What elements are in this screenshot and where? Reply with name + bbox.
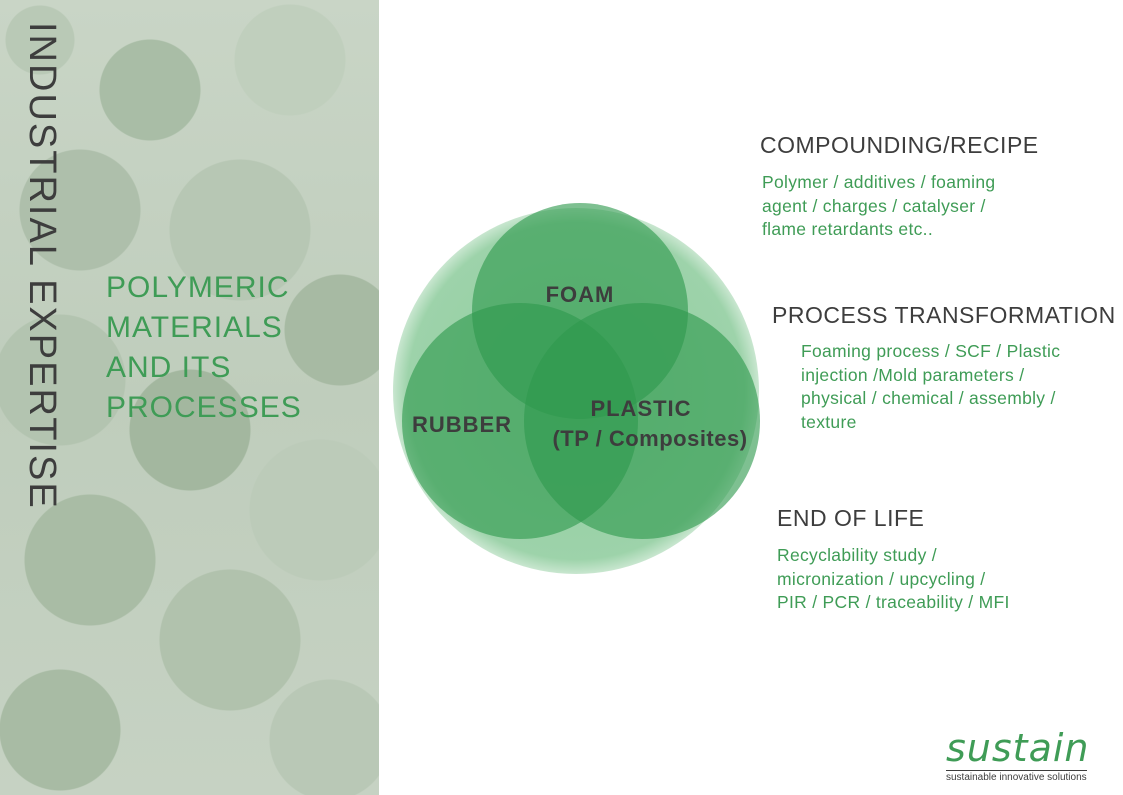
description-line: Polymer / additives / foaming xyxy=(762,172,996,192)
process-heading: PROCESS TRANSFORMATION xyxy=(772,302,1116,328)
logo-wordmark: sustain xyxy=(946,726,1090,770)
forest-background-image xyxy=(0,0,379,795)
section-subtitle: POLYMERIC MATERIALS AND ITS PROCESSES xyxy=(106,268,302,428)
venn-label-rubber: RUBBER xyxy=(412,412,512,437)
description-line: PIR / PCR / traceability / MFI xyxy=(777,592,1010,612)
subtitle-line: MATERIALS xyxy=(106,311,283,344)
compounding-description: Polymer / additives / foaming agent / ch… xyxy=(762,171,995,242)
description-line: flame retardants etc.. xyxy=(762,219,933,239)
subtitle-line: PROCESSES xyxy=(106,391,302,424)
description-line: injection /Mold parameters / xyxy=(801,364,1025,385)
logo-tagline: sustainable innovative solutions xyxy=(946,770,1087,783)
end-of-life-heading: END OF LIFE xyxy=(777,505,925,531)
venn-circle-plastic xyxy=(524,303,760,539)
subtitle-line: AND ITS xyxy=(106,351,232,384)
description-line: Recyclability study / xyxy=(777,545,937,565)
sustain-logo: sustain sustainable innovative solutions xyxy=(944,726,1106,784)
description-line: Foaming process / SCF / Plastic xyxy=(801,341,1061,361)
venn-label-plastic-sub: (TP / Composites) xyxy=(552,426,747,451)
compounding-heading: COMPOUNDING/RECIPE xyxy=(760,132,1039,158)
subtitle-line: POLYMERIC xyxy=(106,271,290,304)
description-line: micronization / upcycling / xyxy=(777,568,986,589)
venn-label-plastic: PLASTIC xyxy=(590,396,691,421)
description-line: physical / chemical / assembly / xyxy=(801,388,1056,408)
venn-label-foam: FOAM xyxy=(546,282,615,307)
end-of-life-description: Recyclability study / micronization / up… xyxy=(777,544,1010,615)
description-line: texture xyxy=(801,411,857,432)
description-line: agent / charges / catalyser / xyxy=(762,195,986,216)
process-description: Foaming process / SCF / Plastic injectio… xyxy=(801,340,1060,434)
venn-diagram: FOAM RUBBER PLASTIC (TP / Composites) xyxy=(393,203,760,574)
vertical-page-title: INDUSTRIAL EXPERTISE xyxy=(21,22,63,510)
